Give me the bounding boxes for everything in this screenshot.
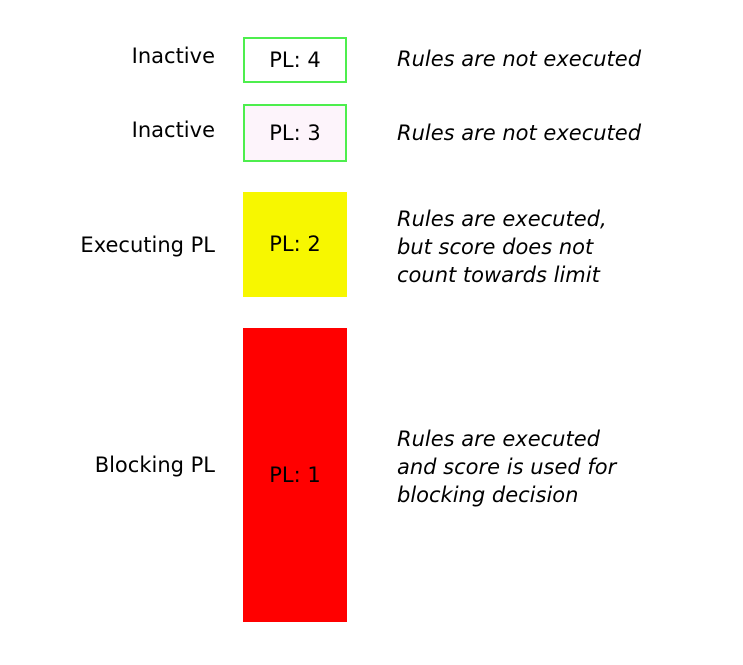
pl-box-label-1: PL: 1 <box>269 462 321 487</box>
description-pl-2: Rules are executed, but score does not c… <box>397 207 607 287</box>
pl-box-label-2: PL: 2 <box>269 232 321 256</box>
pl-box-2: PL: 2 <box>243 192 347 297</box>
pl-box-label-4: PL: 4 <box>269 47 321 72</box>
description-pl-4: Rules are not executed <box>397 47 642 71</box>
state-label-pl-2: Executing PL <box>80 233 215 257</box>
pl-box-label-3: PL: 3 <box>269 120 321 145</box>
description-pl-3: Rules are not executed <box>397 121 642 145</box>
pl-box-4: PL: 4 <box>243 37 347 83</box>
description-pl-1: Rules are executed and score is used for… <box>397 427 617 507</box>
pl-box-3: PL: 3 <box>243 104 347 162</box>
state-label-pl-3: Inactive <box>131 118 215 142</box>
state-label-pl-4: Inactive <box>131 44 215 68</box>
pl-box-1: PL: 1 <box>243 328 347 622</box>
state-label-pl-1: Blocking PL <box>94 453 215 477</box>
